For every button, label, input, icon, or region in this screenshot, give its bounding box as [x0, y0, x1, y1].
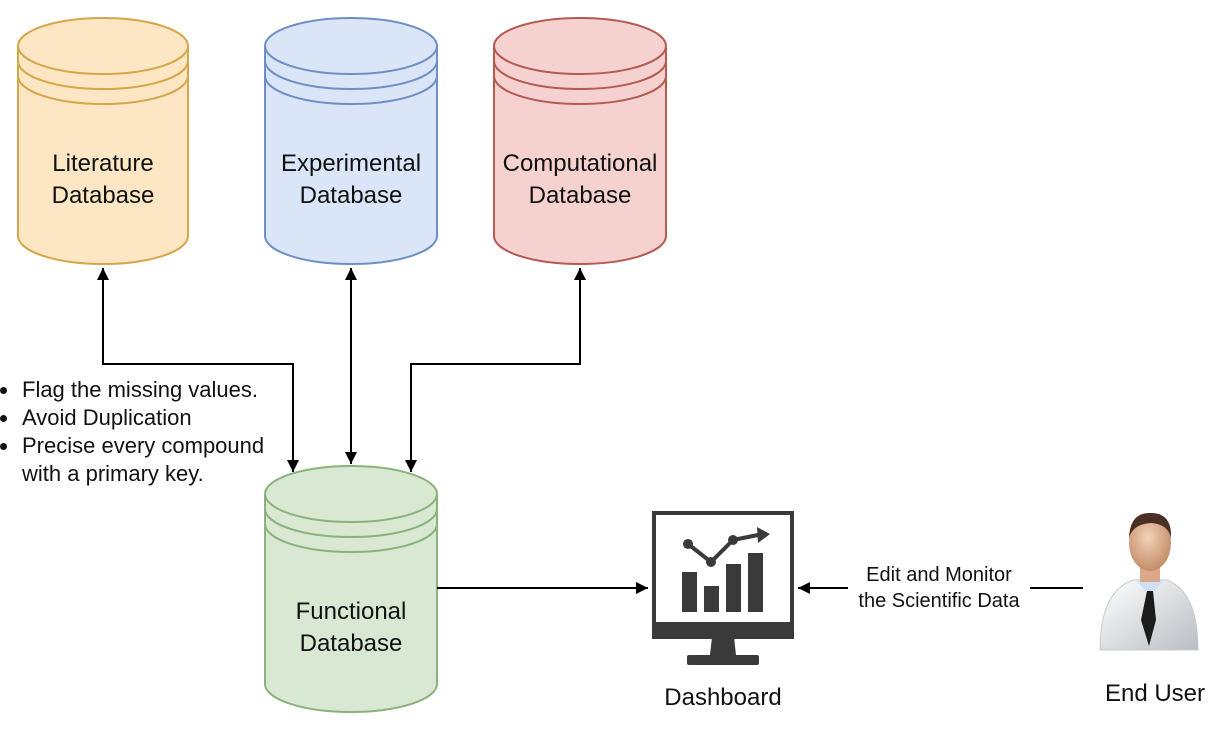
functional-database — [264, 465, 438, 713]
computational-database-label-line2: Database — [528, 182, 632, 209]
note-item: Precise every compound with a primary key… — [20, 432, 290, 488]
edge-label: Edit and Monitor the Scientific Data — [846, 562, 1032, 614]
dashboard-monitor-icon — [652, 511, 794, 665]
end-user-label: End User — [1104, 680, 1206, 707]
literature-database-label-line1: Literature — [52, 150, 154, 177]
connector-literature-functional — [97, 268, 299, 472]
experimental-database-label-line2: Database — [299, 182, 403, 209]
data-quality-notes: Flag the missing values. Avoid Duplicati… — [0, 376, 290, 488]
functional-database-label-line1: Functional — [295, 598, 407, 625]
literature-database — [17, 17, 189, 265]
functional-database-label: Functional Database — [265, 596, 437, 660]
functional-database-top — [264, 465, 438, 523]
note-item-line2: with a primary key. — [22, 461, 204, 486]
computational-database — [493, 17, 667, 265]
edge-label-line1: Edit and Monitor — [866, 564, 1012, 586]
connector-computational-functional — [405, 268, 586, 472]
edge-label-line2: the Scientific Data — [858, 590, 1020, 612]
dashboard-label: Dashboard — [664, 684, 782, 711]
computational-database-label-line1: Computational — [502, 150, 658, 177]
experimental-database — [264, 17, 438, 265]
literature-database-top — [17, 17, 189, 75]
note-item: Flag the missing values. — [20, 376, 290, 404]
functional-database-label-line2: Database — [299, 630, 403, 657]
user-avatar-icon — [1099, 512, 1199, 651]
literature-database-label-line2: Database — [51, 182, 155, 209]
computational-database-label: Computational Database — [494, 148, 666, 212]
data-quality-notes-list: Flag the missing values. Avoid Duplicati… — [0, 376, 290, 488]
note-item: Avoid Duplication — [20, 404, 290, 432]
literature-database-label: Literature Database — [18, 148, 188, 212]
experimental-database-label: Experimental Database — [265, 148, 437, 212]
computational-database-top — [493, 17, 667, 75]
experimental-database-label-line1: Experimental — [280, 150, 422, 177]
note-item-line1: Precise every compound — [22, 433, 265, 458]
experimental-database-top — [264, 17, 438, 75]
